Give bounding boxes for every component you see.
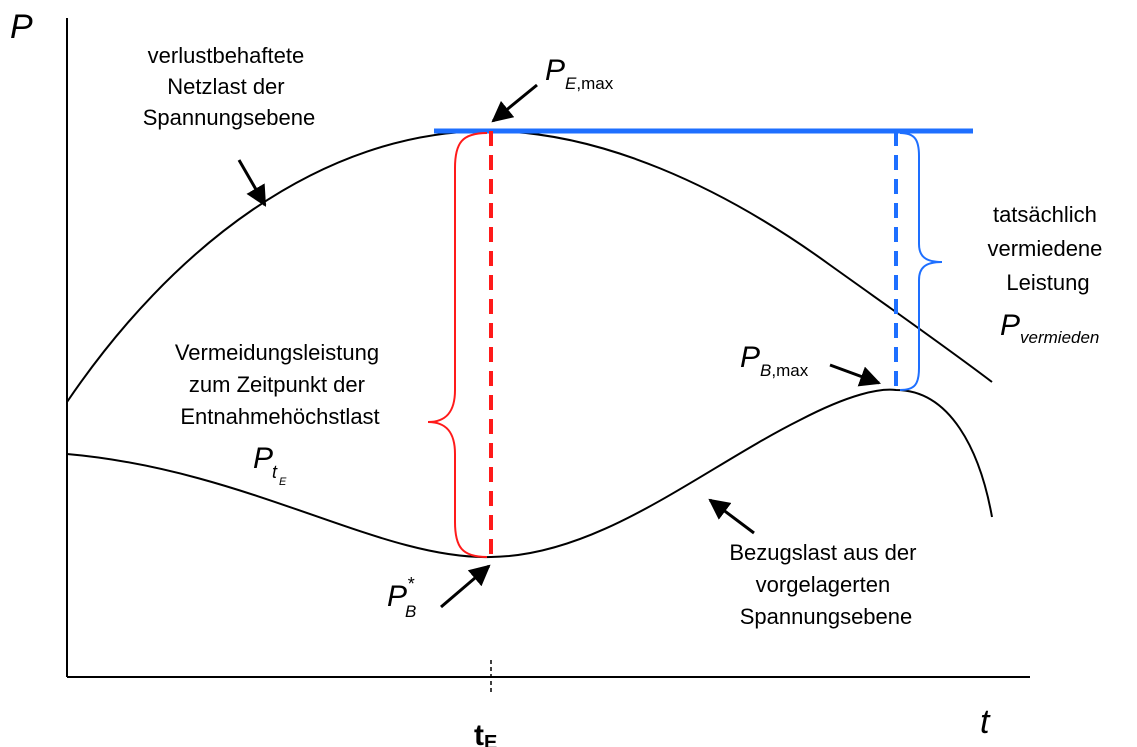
te-label: tE (474, 719, 497, 747)
arrow-to-upper-curve (237, 159, 267, 207)
pte-subsub: E (279, 476, 287, 488)
actual-label: tatsächlich vermiedene Leistung (987, 202, 1108, 295)
x-axis-label: t (980, 703, 991, 741)
arrow-to-pb-max (829, 363, 881, 387)
arrow-to-pb-star (440, 564, 491, 609)
y-axis-label: P (10, 8, 33, 46)
pe-max-symbol: PE,max (545, 54, 614, 93)
lower-load-curve (66, 388, 993, 559)
upper-curve-label: verlustbehaftete Netzlast der Spannungse… (143, 43, 316, 130)
pb-star-sub: B (405, 602, 416, 621)
pvermieden-symbol: Pvermieden (1000, 309, 1099, 347)
pb-max-symbol: PB,max (740, 341, 809, 380)
blue-brace (899, 132, 943, 391)
pb-star-symbol: P (387, 580, 407, 613)
arrow-to-lower-curve (708, 498, 755, 535)
pte-sub: t (272, 462, 278, 482)
pte-symbol: P (253, 442, 273, 475)
pb-star-sup: * (407, 574, 415, 594)
red-brace (427, 132, 488, 558)
avoidance-label: Vermeidungsleistung zum Zeitpunkt der En… (175, 340, 385, 429)
lower-curve-label: Bezugslast aus der vorgelagerten Spannun… (729, 540, 922, 629)
arrow-to-pe-max (491, 83, 538, 123)
